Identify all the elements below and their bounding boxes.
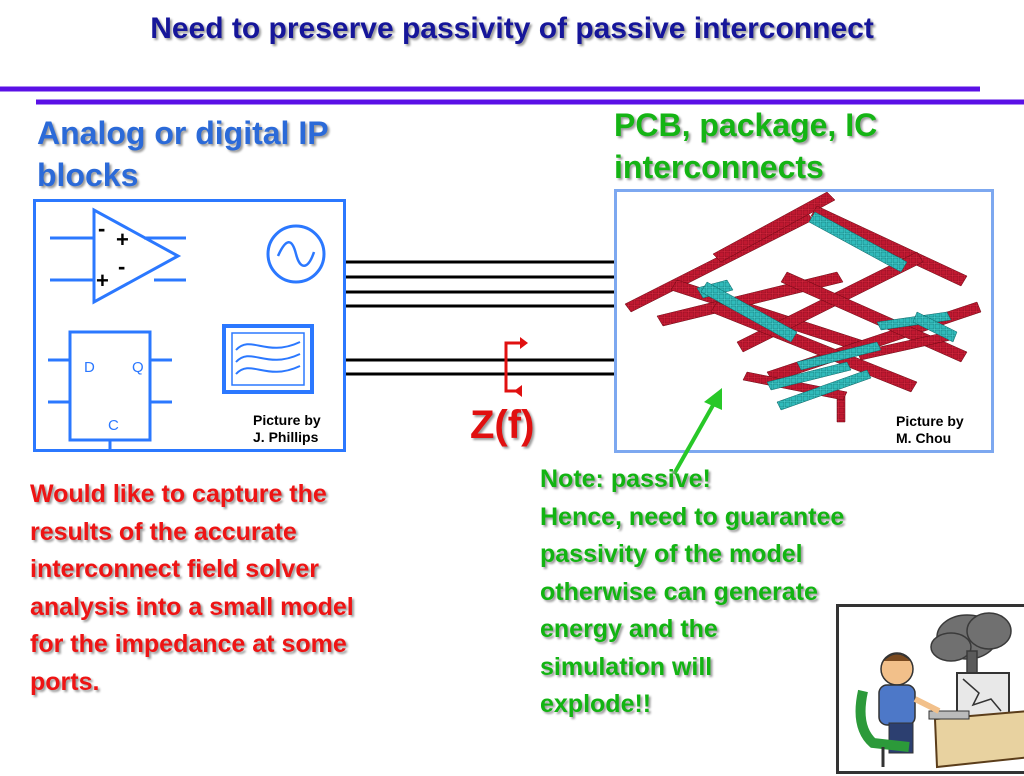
exploding-computer-cartoon [836, 604, 1024, 774]
model-goal-paragraph: Would like to capture the results of the… [30, 476, 450, 701]
green-arrow-icon [672, 388, 722, 475]
exploding-computer-icon [855, 612, 1024, 769]
ip-blocks-drawing: - + - + D Q C [48, 207, 326, 449]
interconnect-panel [614, 189, 994, 453]
paragraph-line: ports. [30, 667, 100, 696]
paragraph-line: for the impedance at some [30, 630, 347, 658]
passivity-note: Note: passive! Hence, need to guarantee … [540, 461, 940, 724]
note-line: energy and the [540, 615, 718, 643]
flipflop-d-label: D [84, 359, 95, 376]
port-bracket-icon [504, 337, 528, 397]
note-line: passivity of the model [540, 540, 803, 568]
note-line: simulation will [540, 652, 713, 681]
note-line: Note: passive! [540, 465, 711, 493]
paragraph-line: Would like to capture the [30, 480, 327, 508]
ip-blocks-heading: Analog or digital IP blocks [37, 112, 397, 196]
heading-line: blocks [37, 157, 139, 193]
filter-block-icon [222, 324, 314, 394]
interconnect-heading: PCB, package, IC interconnects [614, 104, 974, 188]
impedance-label: Z(f) [470, 403, 535, 447]
op-amp-icon: - + - + [50, 207, 186, 305]
d-flipflop-icon: D Q C [48, 330, 172, 449]
image-credit-right: Picture by M. Chou [896, 413, 996, 447]
credit-line: M. Chou [896, 430, 952, 446]
heading-line: PCB, package, IC [614, 107, 878, 143]
credit-line: Picture by [896, 413, 964, 429]
note-line: otherwise can generate [540, 577, 818, 606]
connecting-wires [346, 260, 616, 376]
paragraph-line: interconnect field solver [30, 555, 319, 583]
opamp-plus-label: + [116, 227, 129, 252]
heading-line: Analog or digital IP [37, 115, 329, 151]
slide-title: Need to preserve passivity of passive in… [150, 12, 874, 45]
opamp-plus-label: + [96, 268, 109, 293]
title-divider [0, 86, 1024, 105]
flipflop-c-label: C [108, 417, 119, 434]
note-line: explode!! [540, 690, 652, 718]
ip-blocks-panel: - + - + D Q C [33, 199, 346, 452]
paragraph-line: analysis into a small model [30, 592, 354, 621]
note-line: Hence, need to guarantee [540, 502, 845, 531]
credit-line: Picture by [253, 412, 321, 428]
opamp-minus-label: - [118, 254, 125, 279]
flipflop-q-label: Q [132, 359, 144, 376]
heading-line: interconnects [614, 149, 824, 185]
credit-line: J. Phillips [253, 429, 319, 445]
interconnect-mesh-icon [624, 192, 982, 423]
paragraph-line: results of the accurate [30, 517, 297, 546]
image-credit-left: Picture by J. Phillips [253, 412, 353, 446]
sine-source-icon [266, 224, 326, 284]
opamp-minus-label: - [98, 216, 105, 241]
